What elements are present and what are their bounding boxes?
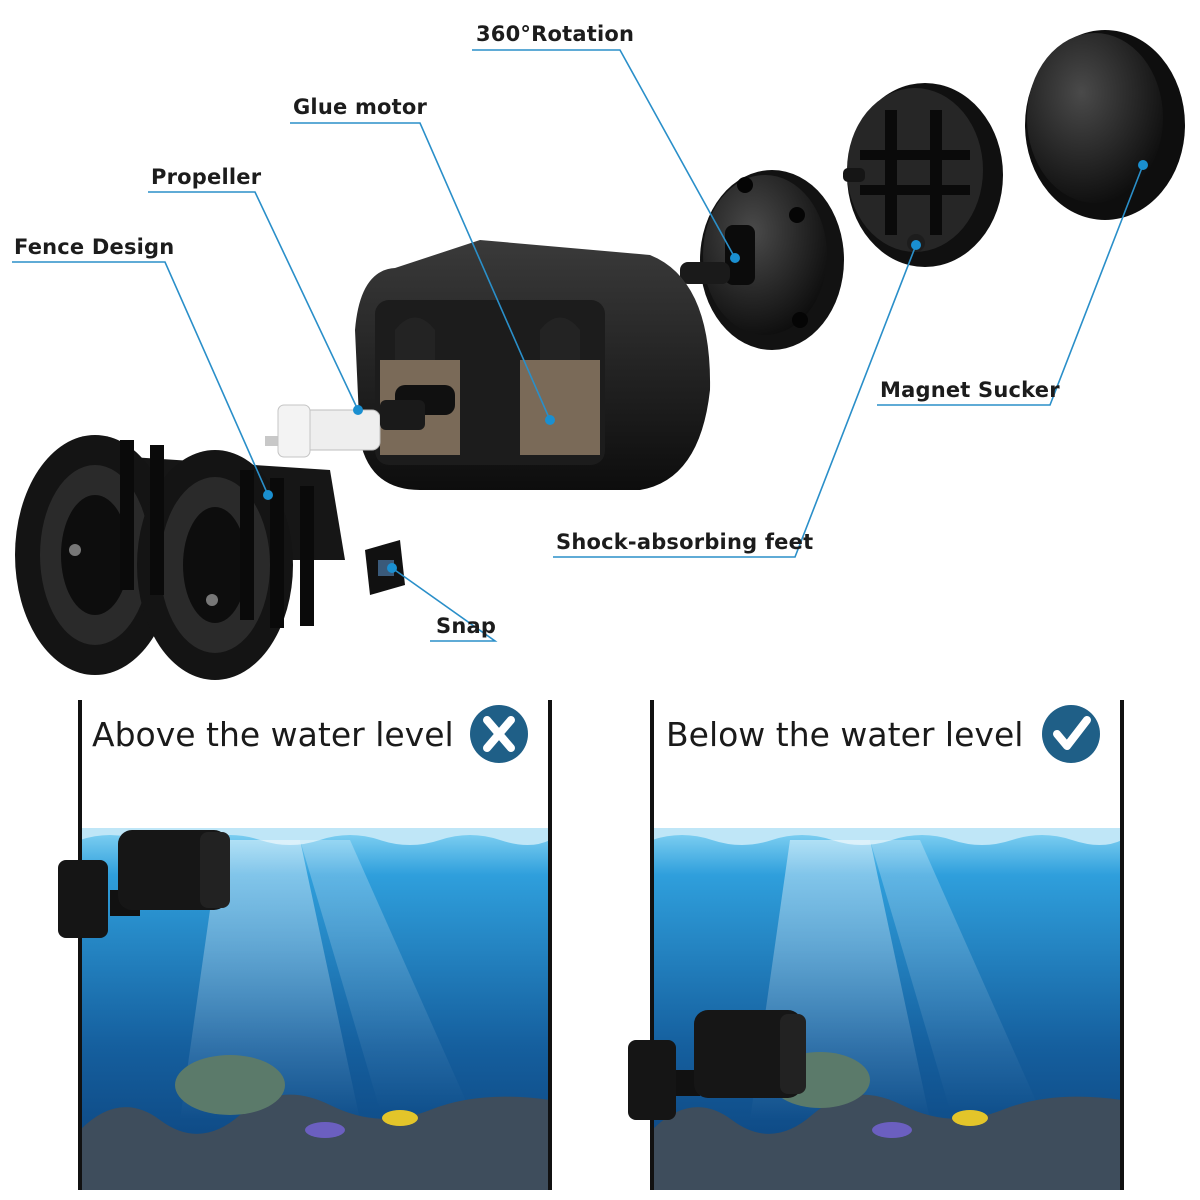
- pump-body-part: [355, 240, 711, 490]
- label-glue-motor: Glue motor: [293, 95, 428, 119]
- exploded-view-art: [12, 30, 1185, 680]
- pump-above-water: [58, 830, 230, 938]
- tank-below: [628, 700, 1124, 1190]
- caption-below-water: Below the water level: [666, 715, 1024, 754]
- label-snap: Snap: [436, 614, 497, 638]
- magnet-sucker-part: [1025, 30, 1185, 220]
- x-mark-icon: [470, 705, 528, 763]
- callout-dots: [263, 160, 1148, 573]
- shock-feet-part: [843, 83, 1003, 267]
- label-magnet-sucker: Magnet Sucker: [880, 378, 1060, 402]
- propeller-part: [265, 400, 425, 458]
- label-propeller: Propeller: [151, 165, 262, 189]
- pump-below-water: [628, 1010, 806, 1120]
- rotation-mount-part: [680, 170, 844, 350]
- label-360-rotation: 360°Rotation: [476, 22, 635, 46]
- label-shock-absorbing-feet: Shock-absorbing feet: [556, 530, 814, 554]
- label-fence-design: Fence Design: [14, 235, 175, 259]
- caption-above-water: Above the water level: [92, 715, 454, 754]
- callout-lines: [12, 49, 1144, 642]
- tank-above: [58, 700, 552, 1190]
- comparison-art: [58, 700, 1124, 1190]
- check-mark-icon: [1042, 705, 1100, 763]
- fence-design-part: [15, 435, 405, 680]
